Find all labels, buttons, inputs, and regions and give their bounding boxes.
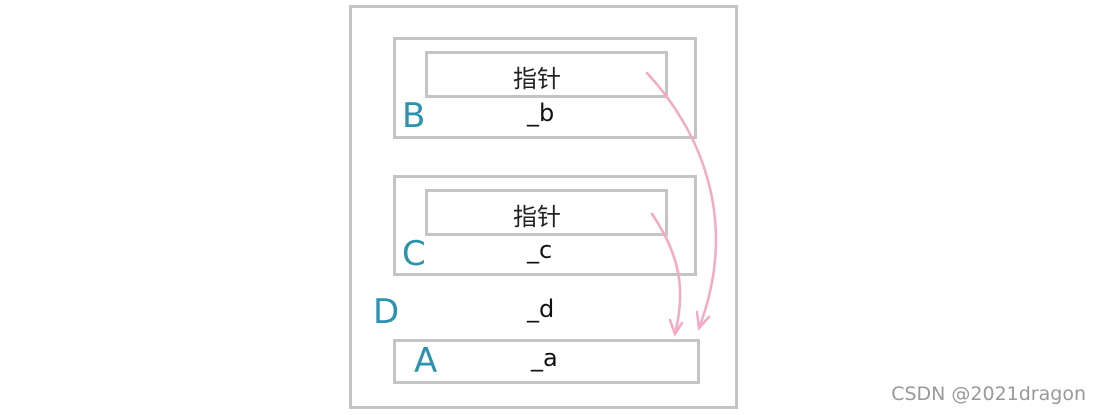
label-a: A — [414, 341, 438, 381]
arrow-c-to-a-head — [668, 318, 684, 337]
arrow-c-to-a — [650, 212, 682, 336]
pointer-box-c — [425, 189, 668, 236]
box-c — [393, 175, 697, 276]
pointer-label-c: 指针 — [513, 203, 561, 231]
label-c: C — [402, 234, 426, 274]
label-d: D — [373, 292, 400, 332]
member-d: _d — [527, 295, 555, 323]
pointer-box-b — [425, 51, 668, 98]
member-b: _b — [527, 99, 555, 127]
member-c: _c — [527, 236, 553, 264]
box-b — [393, 37, 697, 139]
arrow-b-to-a-head — [695, 310, 711, 331]
label-b: B — [402, 96, 426, 136]
box-a — [393, 339, 700, 384]
pointer-label-b: 指针 — [513, 65, 561, 93]
outer-box-d — [349, 5, 738, 409]
arrow-b-to-a — [645, 71, 718, 330]
member-a: _a — [531, 344, 558, 372]
watermark: CSDN @2021dragon — [891, 383, 1086, 405]
